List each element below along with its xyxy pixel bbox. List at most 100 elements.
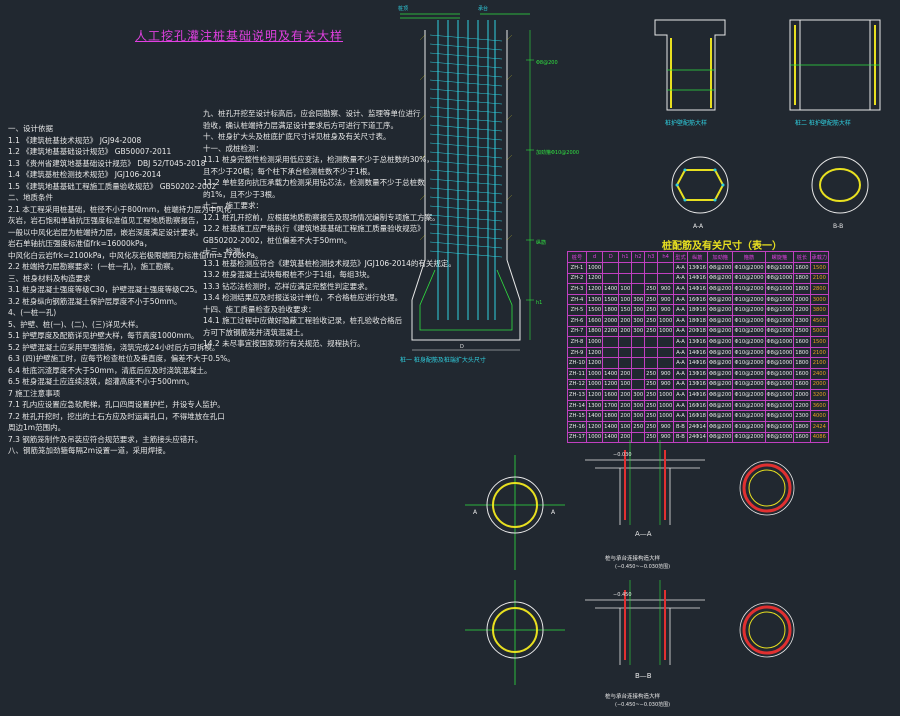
table-cell: 2300 (793, 410, 811, 422)
table-header-cell: 桩号 (567, 251, 587, 263)
table-cell (657, 272, 675, 285)
table-cell (602, 357, 620, 369)
table-header-cell: h3 (644, 251, 659, 263)
note-line: 十一、成桩检测： (203, 143, 263, 153)
table-cell: 2100 (809, 357, 830, 369)
table-cell: Φ10@2000 (732, 293, 766, 306)
detail-b-note: 桩与承台连接构造大样 (605, 692, 661, 700)
wall-detail-caption: 桩护壁配筋大样 (665, 119, 707, 127)
detail-a-sub: (−0.450~−0.030范围) (615, 563, 670, 570)
table-cell: 300 (631, 389, 646, 401)
table-cell: Φ8@1000 (764, 325, 795, 338)
table-cell: 2000 (602, 314, 620, 327)
note-line: 1.3 《贵州省建筑地基基础设计规范》 DBJ 52/T045-2018 (8, 158, 206, 168)
table-cell: Φ8@1000 (764, 410, 795, 422)
wall-detail-2: 桩二 桩护壁配筋大样 (789, 19, 881, 127)
table-cell: 1500 (809, 262, 830, 274)
table-cell: 900 (657, 420, 675, 433)
table-cell: 1800 (602, 304, 620, 316)
table-cell: Φ10@2000 (732, 314, 766, 327)
table-cell: 100 (618, 378, 633, 391)
note-line: 5.2 护壁混凝土应采用早强措施，浇筑完成24小时后方可拆模。 (8, 342, 220, 352)
table-cell: Φ8@200 (706, 378, 734, 391)
table-cell: 900 (657, 378, 675, 391)
table-cell: 300 (631, 293, 646, 306)
table-cell (657, 262, 675, 274)
dim-top-b: −0.450 (613, 592, 632, 598)
table-cell: 150 (618, 304, 633, 316)
table-cell: Φ8@200 (706, 283, 734, 295)
table-cell: A-A (673, 399, 688, 412)
table-cell: Φ8@200 (706, 431, 734, 444)
table-cell: 14Φ16 (686, 272, 708, 285)
note-line: 且不少于20根；每个柱下承台检测桩数不少于1根。 (203, 166, 375, 176)
table-cell: 1700 (602, 399, 620, 412)
detail-a-note: 桩与承台连接构造大样 (605, 554, 661, 562)
section-a-caption: A—A (635, 530, 652, 538)
table-cell: 3000 (809, 293, 830, 306)
table-cell: 2200 (793, 304, 811, 316)
table-cell: Φ10@2000 (732, 367, 766, 380)
table-cell (618, 262, 633, 274)
table-cell: 2500 (793, 325, 811, 338)
table-cell: 250 (644, 304, 659, 316)
table-header-cell: 桩长 (793, 251, 811, 263)
note-line: 14.2 未尽事宜按国家现行有关规范、规程执行。 (203, 339, 365, 348)
table-cell: 1000 (657, 389, 675, 401)
table-cell (618, 272, 633, 285)
table-cell: ZH-10 (567, 357, 587, 369)
note-line: 周边1m范围内。 (8, 423, 66, 432)
table-cell: 200 (618, 389, 633, 401)
table-cell: Φ8@200 (706, 336, 734, 348)
table-cell: 1200 (585, 357, 604, 369)
table-cell (631, 262, 646, 274)
table-cell: A-A (673, 272, 688, 285)
table-cell (657, 336, 675, 348)
table-cell: 2100 (809, 272, 830, 285)
table-cell: Φ8@1000 (764, 399, 795, 412)
table-header-cell: D (602, 251, 620, 263)
table-cell: A-A (673, 325, 688, 338)
pile-elevation-drawing: 桩顶 承台 (398, 5, 579, 364)
note-line: 岩石单轴抗压强度标准值frk=16000kPa， (8, 239, 152, 248)
table-cell (644, 336, 659, 348)
table-cell (631, 346, 646, 359)
table-cell: 900 (657, 283, 675, 295)
table-cell: Φ8@200 (706, 293, 734, 306)
table-cell (631, 367, 646, 380)
table-cell: Φ8@1000 (764, 336, 795, 348)
table-cell: 1000 (585, 367, 604, 380)
table-cell: Φ10@2000 (732, 431, 766, 444)
table-cell: Φ8@200 (706, 399, 734, 412)
table-cell: Φ8@1000 (764, 304, 795, 316)
table-cell: 300 (631, 304, 646, 316)
table-cell: A-A (673, 304, 688, 316)
note-line: 十四、施工质量检查及验收要求： (203, 304, 316, 314)
table-cell: 200 (618, 399, 633, 412)
note-line: 5、护壁、桩(一)、(二)、(三)详见大样。 (8, 319, 143, 329)
table-cell: 4086 (809, 431, 830, 444)
table-cell: Φ8@1000 (764, 314, 795, 327)
table-cell: 16Φ16 (686, 293, 708, 306)
table-cell: ZH-8 (567, 336, 587, 348)
table-cell: 300 (631, 410, 646, 422)
note-line: 7 施工注意事项 (8, 388, 61, 398)
table-cell: 250 (644, 367, 659, 380)
table-cell: 900 (657, 304, 675, 316)
table-cell: 18Φ16 (686, 304, 708, 316)
table-cell: B-B (673, 420, 688, 433)
table-cell (618, 336, 633, 348)
table-header-cell: 箍筋 (732, 251, 766, 263)
table-cell: 1600 (793, 378, 811, 391)
svg-text:加劲箍Φ10@2000: 加劲箍Φ10@2000 (536, 149, 579, 156)
table-cell: ZH-4 (567, 293, 587, 306)
table-cell: A-A (673, 346, 688, 359)
table-cell: 1400 (602, 431, 620, 444)
table-cell (602, 346, 620, 359)
